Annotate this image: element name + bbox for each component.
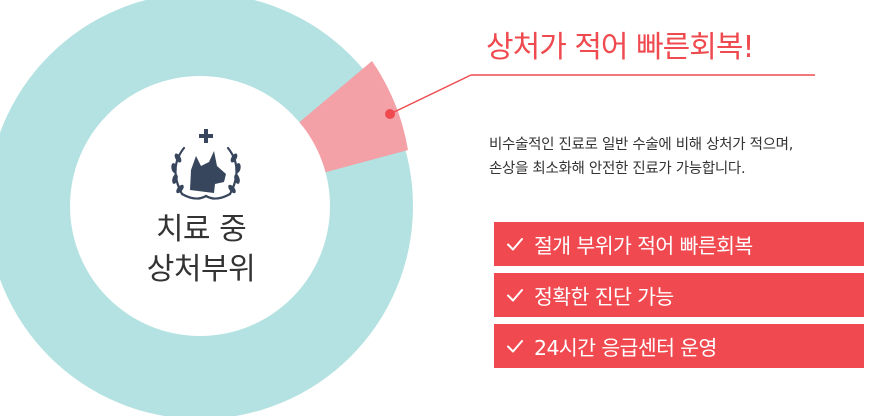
feature-item: 절개 부위가 적어 빠른회복 bbox=[494, 222, 864, 266]
check-icon bbox=[507, 340, 523, 353]
center-label-line1: 치료 중 bbox=[155, 212, 247, 247]
center-label-line2: 상처부위 bbox=[146, 252, 256, 287]
inner-disc bbox=[70, 76, 330, 336]
center-label: 치료 중 상처부위 bbox=[96, 210, 306, 290]
dog-emblem-icon bbox=[171, 129, 241, 200]
description: 비수술적인 진료로 일반 수술에 비해 상처가 적으며, 손상을 최소화해 안전… bbox=[489, 133, 879, 181]
description-line1: 비수술적인 진료로 일반 수술에 비해 상처가 적으며, bbox=[489, 137, 794, 153]
callout-line bbox=[389, 74, 472, 115]
feature-item: 정확한 진단 가능 bbox=[494, 273, 864, 317]
feature-item: 24시간 응급센터 운영 bbox=[494, 324, 864, 368]
feature-label: 절개 부위가 적어 빠른회복 bbox=[534, 234, 753, 258]
headline: 상처가 적어 빠른회복! bbox=[486, 30, 754, 65]
feature-list: 절개 부위가 적어 빠른회복 정확한 진단 가능 24시간 응급센터 운영 bbox=[494, 222, 864, 375]
feature-label: 24시간 응급센터 운영 bbox=[534, 336, 717, 360]
description-line2: 손상을 최소화해 안전한 진료가 가능합니다. bbox=[489, 161, 746, 177]
callout-dot bbox=[385, 109, 395, 119]
check-icon bbox=[507, 238, 523, 251]
check-icon bbox=[507, 289, 523, 302]
feature-label: 정확한 진단 가능 bbox=[534, 285, 674, 309]
